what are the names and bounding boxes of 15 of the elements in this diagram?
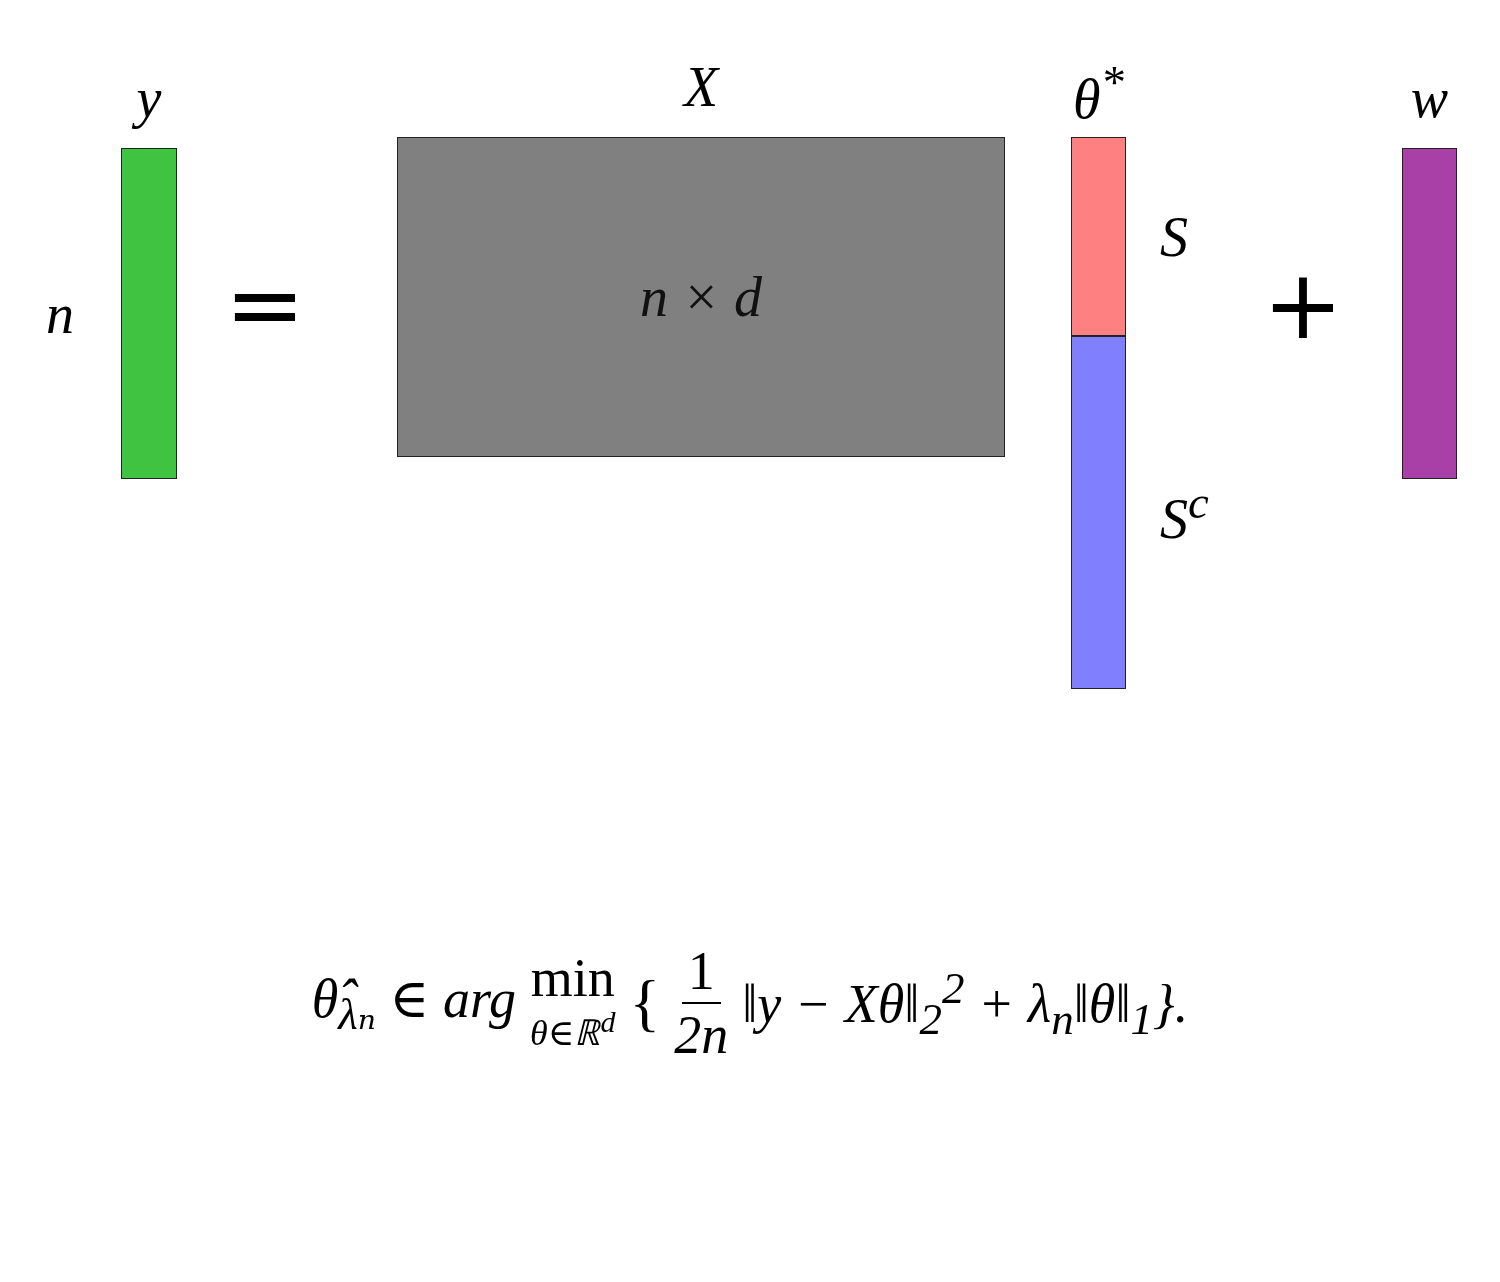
- subset-label: S: [1160, 204, 1188, 269]
- plus-sign: +: [1262, 257, 1344, 353]
- formula-text: ‖y − Xθ‖$_{2}$$^{2}$ + λ$_{n}$‖θ‖$_{1}$}.: [742, 961, 1189, 1045]
- dimension-text: n × d: [640, 265, 762, 329]
- dimension-label: n: [46, 281, 74, 346]
- formula-text: min: [530, 950, 615, 1005]
- subset-label: S$^{c}$: [1160, 474, 1209, 551]
- equals-sign: =: [224, 257, 306, 353]
- formula-brace: {: [629, 966, 661, 1040]
- formula-subscript: θ∈ℝ$^{d}$: [530, 1004, 616, 1055]
- vector-name: w: [1410, 70, 1449, 126]
- fraction-numerator: 1: [681, 940, 721, 1004]
- fraction-denominator: 2n: [674, 1004, 729, 1066]
- formula-text: θ̂$_{λₙ}$ ∈ arg: [311, 967, 517, 1040]
- vector-name: X: [683, 59, 719, 115]
